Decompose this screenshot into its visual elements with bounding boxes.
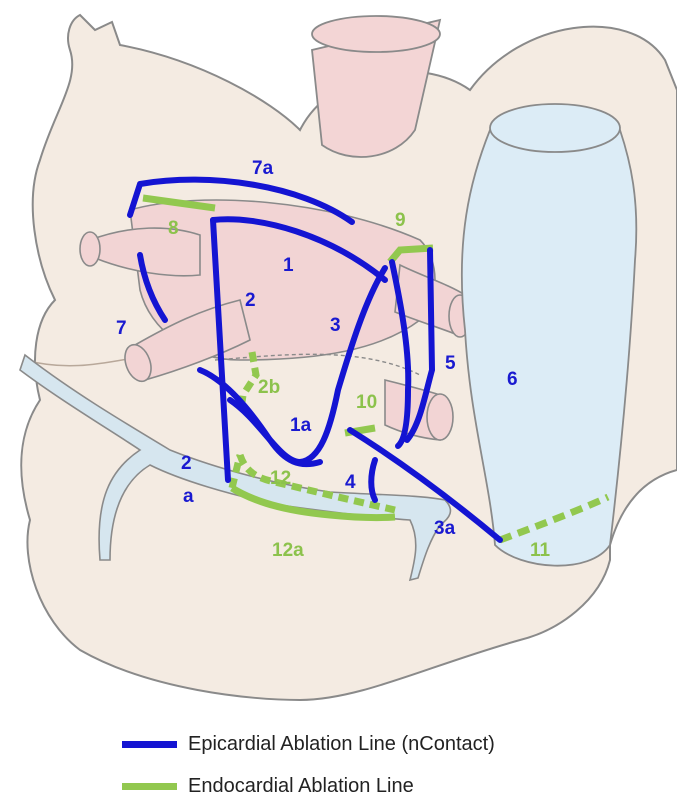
label-2: 2 [245, 290, 256, 311]
legend-label-epicardial: Epicardial Ablation Line (nContact) [188, 733, 495, 755]
label-1a: 1a [290, 415, 312, 436]
vena-cava-opening [490, 104, 620, 152]
label-8: 8 [168, 218, 179, 239]
label-7: 7 [116, 318, 127, 339]
label-5: 5 [445, 353, 456, 374]
legend-swatch-endocardial [122, 783, 177, 790]
legend-swatch-epicardial [122, 741, 177, 748]
ripv-opening [427, 394, 453, 440]
label-3: 3 [330, 315, 341, 336]
lspv-opening [80, 232, 100, 266]
label-2a-letter: a [183, 486, 194, 507]
label-9: 9 [395, 210, 406, 231]
label-3a: 3a [434, 518, 456, 539]
legend-label-endocardial: Endocardial Ablation Line [188, 775, 414, 797]
label-12a: 12a [272, 540, 304, 561]
label-4: 4 [345, 472, 356, 493]
aorta-opening [312, 16, 440, 52]
label-12: 12 [270, 468, 291, 489]
legend: Epicardial Ablation Line (nContact) Endo… [122, 733, 495, 797]
label-11: 11 [530, 540, 551, 561]
label-2a-number: 2 [181, 453, 192, 474]
label-6: 6 [507, 369, 518, 390]
label-7a: 7a [252, 158, 274, 179]
label-10: 10 [356, 392, 377, 413]
label-2b: 2b [258, 377, 280, 398]
label-1: 1 [283, 255, 294, 276]
